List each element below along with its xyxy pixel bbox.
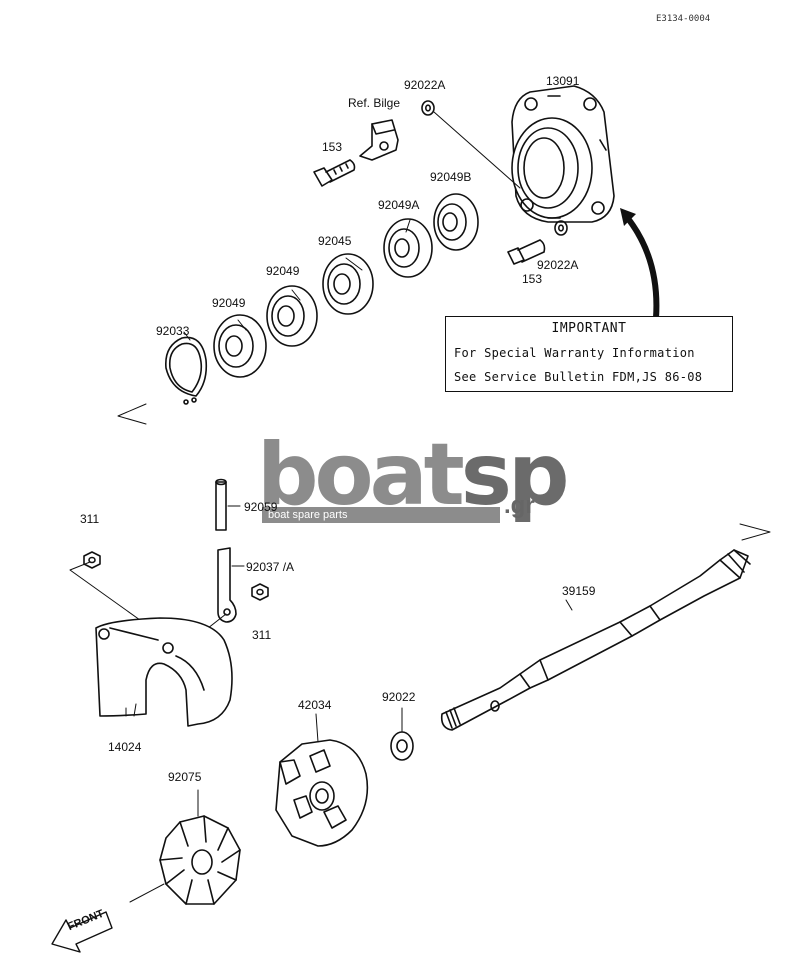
notice-line-2: See Service Bulletin FDM,JS 86-08	[454, 370, 703, 384]
bearing-92049A	[383, 218, 433, 278]
circlip-92033	[165, 336, 208, 405]
part-label-153-top: 153	[322, 140, 343, 154]
bearing-92049-front	[213, 314, 267, 378]
part-label-92037A: 92037 /A	[246, 560, 295, 574]
lever-92037A	[217, 547, 237, 623]
part-label-92049-front: 92049	[212, 296, 246, 310]
watermark-tld: .gr	[504, 492, 535, 519]
part-label-92022: 92022	[382, 690, 416, 704]
part-label-92033: 92033	[156, 324, 190, 338]
bolt-153-bottom	[507, 239, 546, 265]
washer-92022A-top	[421, 100, 435, 116]
part-label-92022A-top: 92022A	[404, 78, 446, 92]
drawing-code: E3134-0004	[656, 14, 711, 24]
pin-92059	[215, 478, 227, 531]
nut-311-left	[83, 551, 101, 569]
bearing-housing-13091	[511, 85, 615, 223]
part-label-42034: 42034	[298, 698, 332, 712]
bilge-bracket	[359, 119, 399, 161]
part-label-311-right: 311	[252, 628, 272, 642]
part-label-92049-middle: 92049	[266, 264, 300, 278]
part-label-92049B: 92049B	[430, 170, 472, 184]
watermark-logo: boatsp	[257, 432, 570, 518]
part-label-92059: 92059	[244, 500, 278, 514]
part-label-92022A-bottom: 92022A	[537, 258, 579, 272]
part-label-13091: 13091	[546, 74, 580, 88]
nut-311-right	[251, 583, 269, 601]
watermark-word-a: boat	[257, 425, 465, 525]
bearing-92049-middle	[266, 285, 318, 347]
part-label-14024: 14024	[108, 740, 142, 754]
bearing-92049B	[433, 193, 479, 251]
guard-14024	[95, 617, 233, 727]
drive-shaft-39159	[440, 549, 751, 731]
part-label-92045: 92045	[318, 234, 352, 248]
part-label-153-bottom: 153	[522, 272, 543, 286]
part-label-92075: 92075	[168, 770, 202, 784]
part-label-ref-bilge: Ref. Bilge	[348, 96, 401, 110]
washer-92022A-bottom	[554, 220, 568, 236]
damper-92075	[159, 815, 241, 905]
important-notice-box: IMPORTANT For Special Warranty Informati…	[445, 316, 733, 392]
bolt-153-top	[313, 159, 356, 187]
watermark-word-b: sp	[460, 425, 570, 525]
notice-title: IMPORTANT	[551, 321, 627, 336]
part-label-39159: 39159	[562, 584, 596, 598]
notice-line-1: For Special Warranty Information	[454, 346, 695, 360]
bearing-92045	[322, 253, 374, 315]
drive-coupling-42034	[275, 739, 369, 847]
front-direction-arrow	[51, 911, 113, 953]
washer-92022	[390, 731, 414, 761]
part-label-311-left: 311	[80, 512, 100, 526]
watermark-tagline: boat spare parts	[262, 507, 500, 523]
part-label-92049A: 92049A	[378, 198, 420, 212]
notice-pointer-arrow	[623, 213, 660, 321]
